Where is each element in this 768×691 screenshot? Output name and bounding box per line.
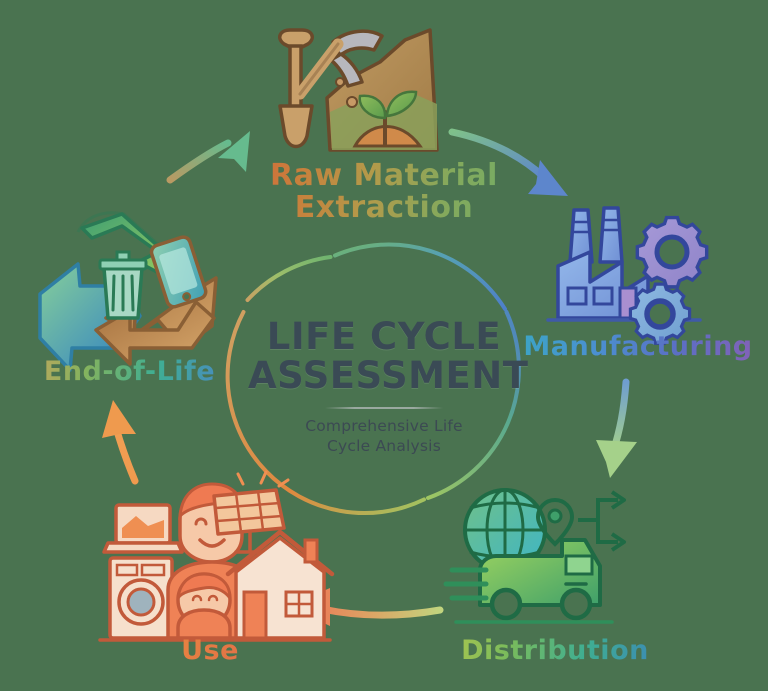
shovel-pickaxe-sprout-icon xyxy=(278,28,439,152)
stage-label-distribution: Distribution xyxy=(430,636,680,665)
page-title-line1: LIFE CYCLE xyxy=(266,315,502,358)
page-subtitle-line1: Comprehensive Life xyxy=(305,416,463,435)
page-subtitle-line2: Cycle Analysis xyxy=(327,436,441,455)
stage-label-use: Use xyxy=(140,636,280,665)
page-title: LIFE CYCLE ASSESSMENT xyxy=(248,315,528,396)
recycling-arrows-bin-phone-icon xyxy=(38,211,218,372)
arrow-end-of-life-to-raw xyxy=(166,131,250,184)
page-subtitle: Comprehensive Life Cycle Analysis xyxy=(248,417,520,457)
arrow-manufacturing-to-distribution xyxy=(596,378,637,478)
globe-truck-icon xyxy=(443,488,626,624)
arrow-use-to-end-of-life xyxy=(102,400,139,485)
stage-label-line1: Manufacturing xyxy=(523,331,753,362)
household-appliances-family-icon xyxy=(98,470,335,642)
title-divider xyxy=(325,406,443,409)
stage-label-line1: End-of-Life xyxy=(43,356,216,387)
stage-label-raw-material-extraction: Raw Material Extraction xyxy=(234,160,534,225)
stage-label-end-of-life: End-of-Life xyxy=(22,357,237,386)
stage-label-manufacturing: Manufacturing xyxy=(508,332,768,361)
page-title-line2: ASSESSMENT xyxy=(248,353,529,397)
factory-gears-icon xyxy=(546,206,709,345)
center-text-block: LIFE CYCLE ASSESSMENT Comprehensive Life… xyxy=(248,315,528,457)
stage-label-line1: Distribution xyxy=(461,635,649,666)
arrow-raw-to-manufacturing xyxy=(448,128,568,196)
stage-label-line1: Raw Material xyxy=(270,158,498,193)
stage-label-line2: Extraction xyxy=(294,190,474,226)
stage-label-line1: Use xyxy=(181,635,239,666)
